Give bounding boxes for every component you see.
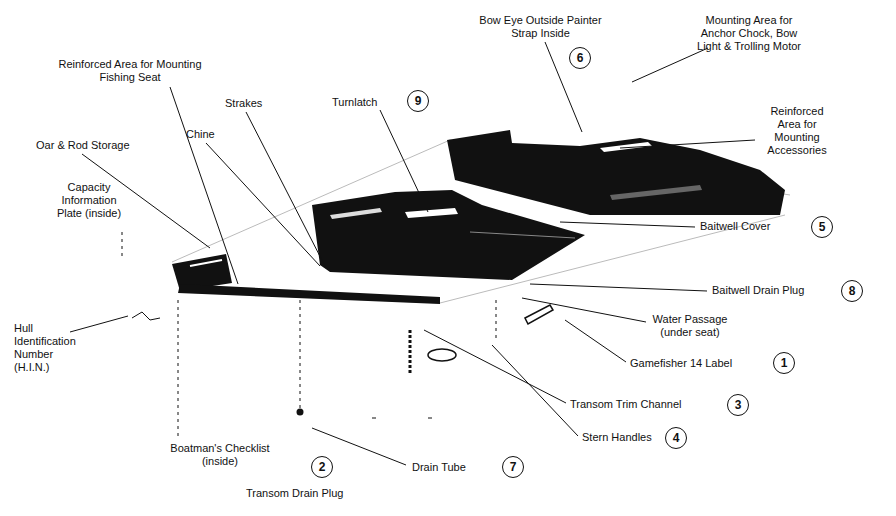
part-label: Reinforced Area for Mounting Accessories: [758, 105, 836, 157]
part-label: Transom Trim Channel: [570, 398, 681, 411]
callout-circle: 2: [311, 456, 333, 478]
part-label: Chine: [186, 128, 215, 141]
callout-number: 1: [781, 357, 788, 369]
callout-circle: 8: [841, 280, 863, 302]
part-label: Strakes: [225, 97, 262, 110]
callout-circle: 5: [811, 216, 833, 238]
part-label: Transom Drain Plug: [246, 487, 343, 500]
callout-number: 3: [735, 399, 742, 411]
part-label: Capacity Information Plate (inside): [50, 181, 128, 220]
callout-circle: 1: [773, 352, 795, 374]
part-label: Boatman's Checklist (inside): [160, 442, 280, 468]
part-label: Hull Identification Number (H.I.N.): [14, 322, 86, 374]
callout-number: 4: [673, 432, 680, 444]
callout-number: 5: [819, 221, 826, 233]
part-label: Baitwell Cover: [700, 220, 770, 233]
part-label: Drain Tube: [412, 461, 466, 474]
callout-circle: 9: [407, 90, 429, 112]
part-label: Gamefisher 14 Label: [630, 357, 732, 370]
callout-circle: 4: [665, 427, 687, 449]
callout-number: 7: [510, 461, 517, 473]
part-label: Baitwell Drain Plug: [712, 284, 804, 297]
callout-circle: 6: [569, 47, 591, 69]
callout-number: 9: [415, 95, 422, 107]
part-label: Oar & Rod Storage: [36, 139, 130, 152]
callout-circle: 3: [727, 394, 749, 416]
part-label: Mounting Area for Anchor Chock, Bow Ligh…: [690, 14, 808, 53]
callout-number: 8: [849, 285, 856, 297]
callout-number: 6: [577, 52, 584, 64]
callout-number: 2: [319, 461, 326, 473]
part-label: Turnlatch: [332, 96, 377, 109]
part-label: Bow Eye Outside Painter Strap Inside: [478, 14, 603, 40]
part-label: Reinforced Area for Mounting Fishing Sea…: [45, 58, 215, 84]
callout-circle: 7: [502, 456, 524, 478]
part-label: Water Passage (under seat): [648, 313, 732, 339]
part-label: Stern Handles: [582, 431, 652, 444]
